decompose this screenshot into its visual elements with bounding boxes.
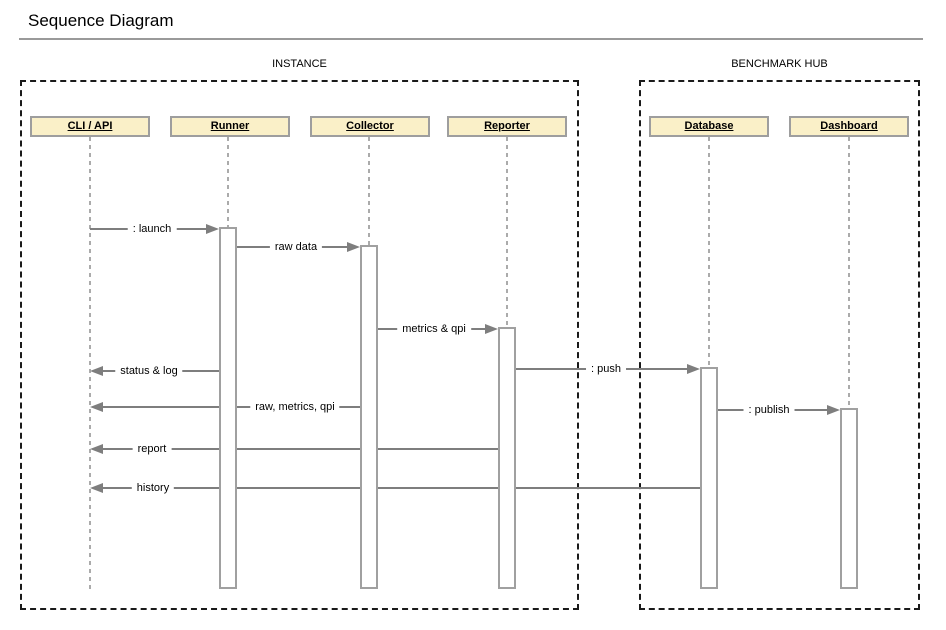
participant-box-database: Database [649, 116, 769, 137]
message-label-5: raw, metrics, qpi [250, 399, 340, 415]
message-arrowhead-icon [90, 402, 103, 412]
participant-box-dashboard: Dashboard [789, 116, 909, 137]
message-label-8: history [131, 480, 175, 496]
message-arrowhead-icon [687, 364, 700, 374]
activation-bar-runner [219, 227, 237, 589]
message-line-8 [101, 487, 700, 489]
activation-bar-dashboard [840, 408, 858, 589]
message-label-3: : push [586, 361, 626, 377]
participant-box-cli-api: CLI / API [30, 116, 150, 137]
message-label-2: metrics & qpi [397, 321, 471, 337]
participant-box-runner: Runner [170, 116, 290, 137]
message-label-0: : launch [127, 221, 177, 237]
frame-instance [20, 80, 579, 610]
message-arrowhead-icon [347, 242, 360, 252]
lifeline-cli-api [89, 137, 91, 593]
activation-bar-collector [360, 245, 378, 589]
lifeline-dashboard [848, 137, 850, 593]
message-line-7 [101, 448, 498, 450]
frame-label-instance: INSTANCE [272, 58, 327, 70]
activation-bar-database [700, 367, 718, 589]
message-arrowhead-icon [206, 224, 219, 234]
message-label-6: : publish [743, 402, 795, 418]
message-label-1: raw data [269, 239, 323, 255]
message-arrowhead-icon [90, 483, 103, 493]
title-rule [19, 38, 923, 40]
message-label-4: status & log [115, 363, 183, 379]
participant-box-reporter: Reporter [447, 116, 567, 137]
lifeline-database [708, 137, 710, 593]
activation-bar-reporter [498, 327, 516, 589]
message-arrowhead-icon [90, 366, 103, 376]
message-arrowhead-icon [90, 444, 103, 454]
message-label-7: report [132, 441, 172, 457]
frame-label-benchmark-hub: BENCHMARK HUB [731, 58, 828, 70]
diagram-title: Sequence Diagram [28, 11, 174, 30]
frame-benchmark-hub [639, 80, 920, 610]
participant-box-collector: Collector [310, 116, 430, 137]
message-arrowhead-icon [827, 405, 840, 415]
message-arrowhead-icon [485, 324, 498, 334]
